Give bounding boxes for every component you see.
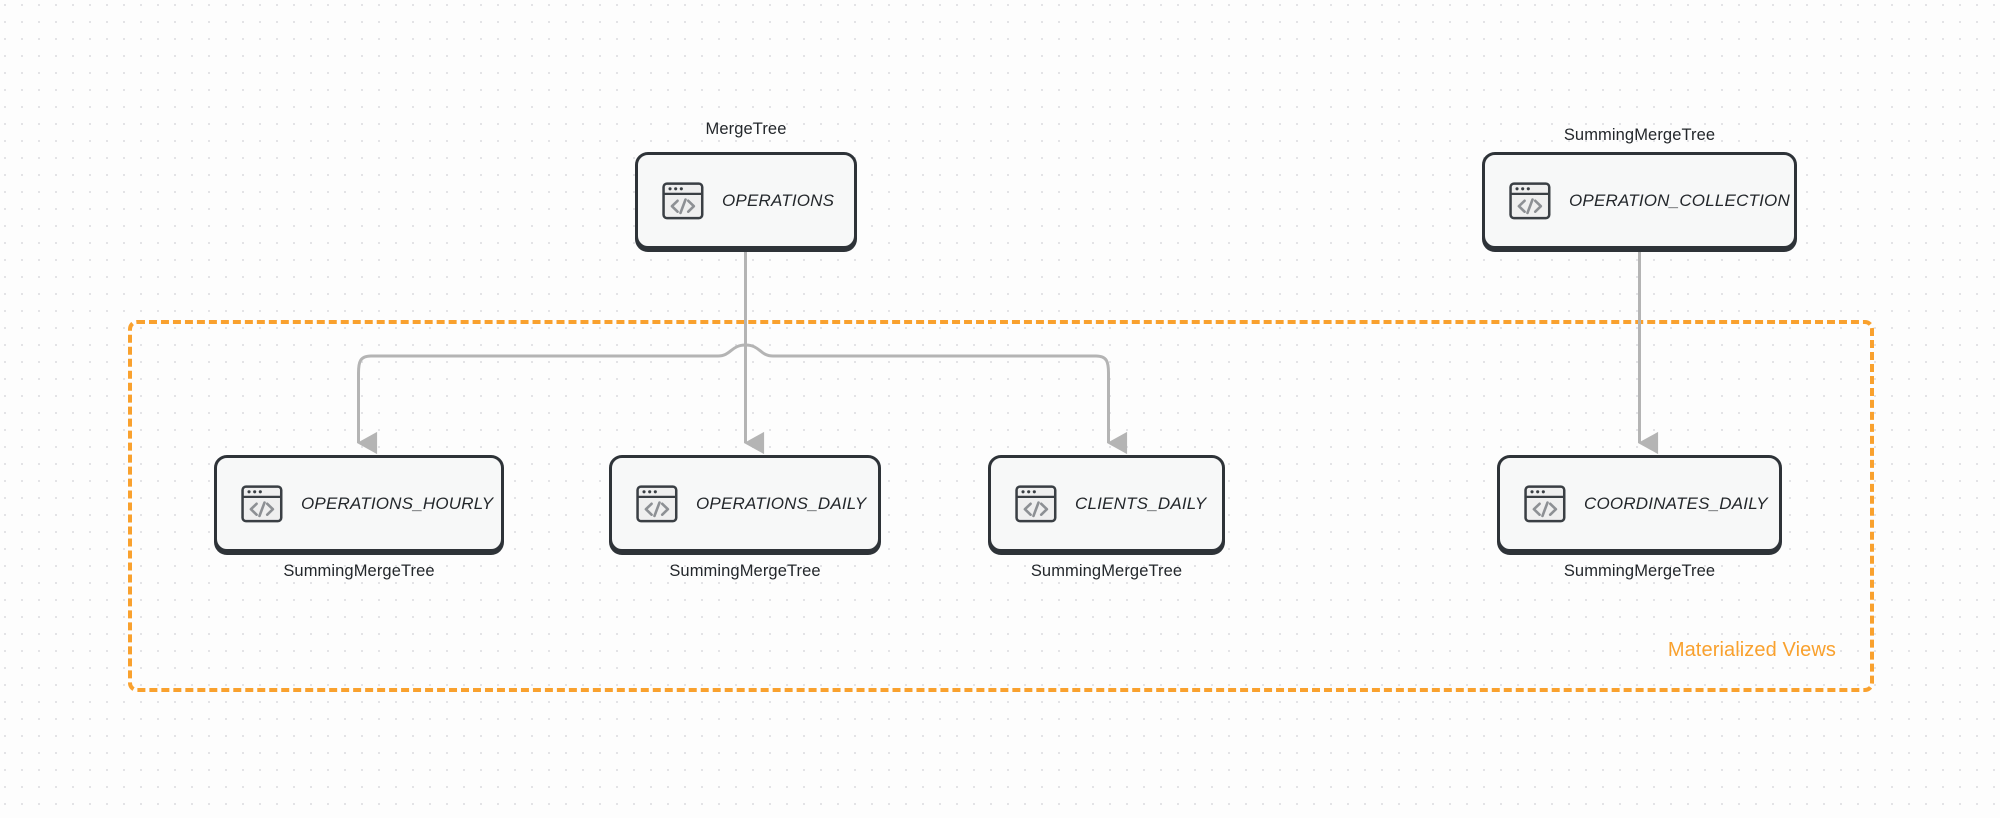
table-node-operations-daily[interactable]: OPERATIONS_DAILY xyxy=(609,455,881,552)
table-node-label: OPERATIONS xyxy=(722,190,835,210)
engine-label-operation-collection: SummingMergeTree xyxy=(1563,126,1716,144)
table-node-label: OPERATIONS_HOURLY xyxy=(301,493,494,513)
materialized-views-group: Materialized Views xyxy=(128,320,1874,692)
code-window-icon xyxy=(239,481,285,527)
engine-label-coordinates-daily: SummingMergeTree xyxy=(1563,562,1716,580)
engine-label-operations-daily: SummingMergeTree xyxy=(669,562,821,580)
engine-label-operations-hourly: SummingMergeTree xyxy=(283,562,435,580)
table-node-operations-hourly[interactable]: OPERATIONS_HOURLY xyxy=(214,455,504,552)
engine-label-operations: MergeTree xyxy=(705,120,787,138)
table-node-operation-collection[interactable]: OPERATION_COLLECTION xyxy=(1482,152,1797,249)
table-node-operations[interactable]: OPERATIONS xyxy=(635,152,857,249)
table-node-label: CLIENTS_DAILY xyxy=(1075,493,1207,513)
table-node-coordinates-daily[interactable]: COORDINATES_DAILY xyxy=(1497,455,1782,552)
engine-label-clients-daily: SummingMergeTree xyxy=(1030,562,1183,580)
table-node-label: OPERATIONS_DAILY xyxy=(696,493,867,513)
code-window-icon xyxy=(1013,481,1059,527)
table-node-clients-daily[interactable]: CLIENTS_DAILY xyxy=(988,455,1225,552)
code-window-icon xyxy=(660,178,706,224)
materialized-views-group-label: Materialized Views xyxy=(1667,639,1836,661)
table-node-label: OPERATION_COLLECTION xyxy=(1569,190,1790,210)
code-window-icon xyxy=(1507,178,1553,224)
code-window-icon xyxy=(634,481,680,527)
code-window-icon xyxy=(1522,481,1568,527)
table-node-label: COORDINATES_DAILY xyxy=(1584,493,1768,513)
